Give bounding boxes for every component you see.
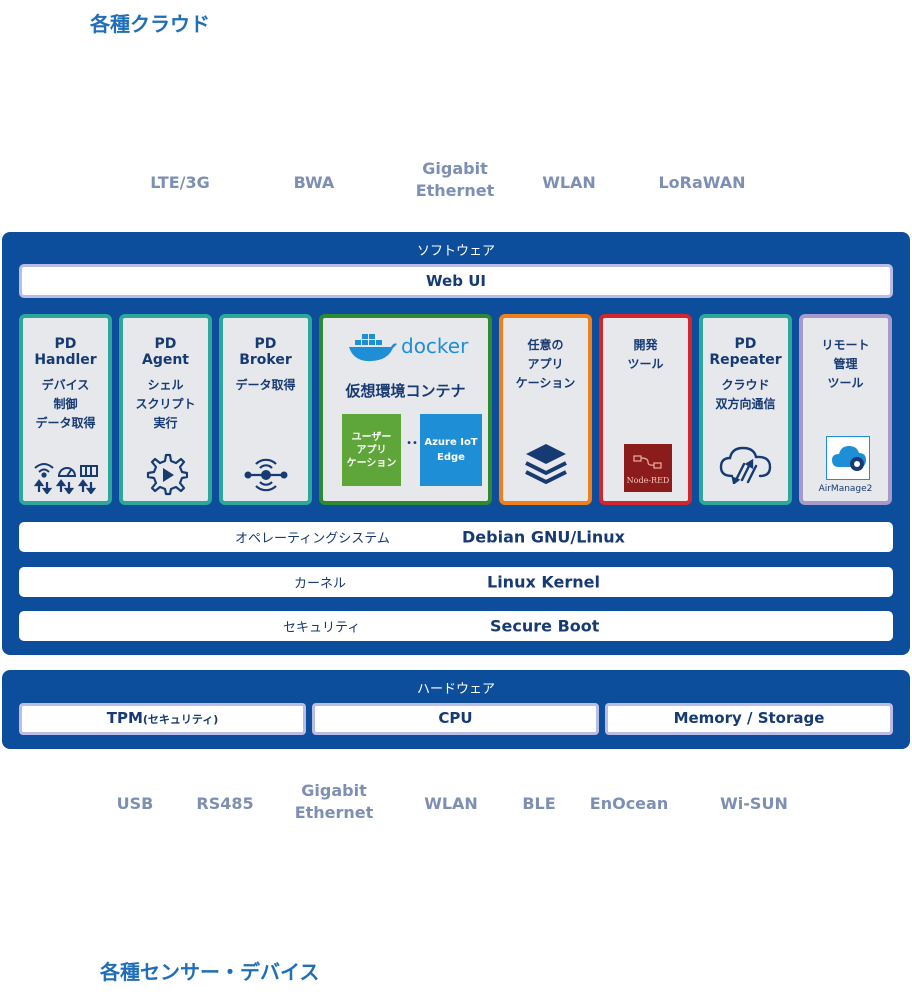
sensor-title: 各種センサー・デバイス: [100, 960, 320, 984]
container-separator: ••: [406, 438, 418, 449]
memory-storage-box: Memory / Storage: [605, 703, 893, 735]
hardware-panel: ハードウェア TPM(セキュリティ) CPU Memory / Storage: [2, 670, 910, 749]
protocol-rs485: RS485: [196, 794, 254, 813]
module-remote-management: リモート管理ツール AirManage2: [799, 314, 892, 505]
cpu-box: CPU: [312, 703, 599, 735]
protocol-wlan: WLAN: [542, 173, 596, 192]
hardware-title: ハードウェア: [416, 682, 495, 697]
os-label: オペレーティングシステム: [235, 531, 390, 547]
kernel-name: Linux Kernel: [487, 572, 600, 592]
node-red-icon: Node-RED: [624, 444, 672, 492]
cloud-sync-icon: [719, 446, 771, 484]
kernel-label: カーネル: [294, 576, 347, 592]
airmanage-caption: AirManage2: [818, 484, 873, 494]
cloud-gear-icon: [826, 436, 870, 480]
wireless-gauge-arrows-icon: [33, 463, 98, 494]
docker-title: 仮想環境コンテナ: [345, 382, 466, 400]
protocol-wlan-lower: WLAN: [424, 794, 478, 813]
tpm-box: TPM(セキュリティ): [19, 703, 306, 735]
user-app-box: ユーザーアプリケーション: [342, 414, 401, 486]
web-ui-bar: Web UI: [19, 264, 893, 298]
docker-logo-text: docker: [401, 334, 469, 358]
docker-whale-icon: [349, 334, 397, 362]
tpm-label: TPM: [106, 709, 143, 727]
protocol-wi-sun: Wi-SUN: [720, 794, 788, 813]
security-layer: セキュリティ Secure Boot: [19, 611, 893, 641]
os-name: Debian GNU/Linux: [462, 527, 625, 547]
security-label: セキュリティ: [283, 620, 361, 636]
protocol-bwa: BWA: [293, 173, 335, 192]
tpm-note: (セキュリティ): [142, 713, 219, 726]
os-layer: オペレーティングシステム Debian GNU/Linux: [19, 522, 893, 552]
broker-hub-icon: [244, 458, 287, 492]
protocol-lte: LTE/3G: [150, 173, 210, 192]
cloud-title: 各種クラウド: [90, 12, 210, 36]
layers-stack-icon: [524, 444, 567, 484]
protocol-lorawan: LoRaWAN: [658, 173, 746, 192]
module-any-application: 任意のアプリケーション: [499, 314, 592, 505]
node-red-text: Node-RED: [626, 476, 670, 485]
module-dev-tools: 開発ツール Node-RED: [599, 314, 692, 505]
kernel-layer: カーネル Linux Kernel: [19, 567, 893, 597]
protocol-ble: BLE: [522, 794, 556, 813]
protocol-enocean: EnOcean: [589, 794, 669, 813]
security-name: Secure Boot: [490, 616, 600, 636]
protocol-usb: USB: [116, 794, 154, 813]
software-title: ソフトウェア: [416, 244, 495, 259]
module-docker: docker 仮想環境コンテナ ユーザーアプリケーション •• Azure Io…: [319, 314, 492, 505]
gear-play-icon: [146, 453, 188, 496]
